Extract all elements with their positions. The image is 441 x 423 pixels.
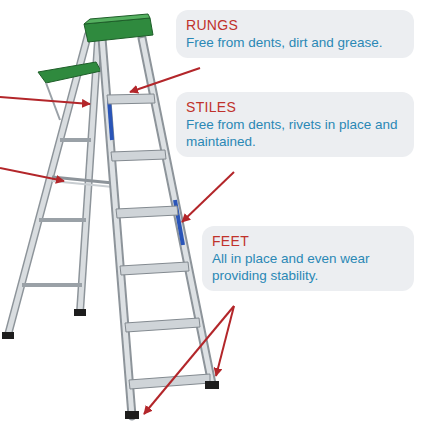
callout-heading: FEET [212, 232, 404, 250]
callout-heading: STILES [186, 98, 404, 116]
callout-body: Free from dents, dirt and grease. [186, 34, 404, 51]
callout-box: RUNGSFree from dents, dirt and grease. [176, 10, 414, 58]
callout-box: STILESFree from dents, rivets in place a… [176, 92, 414, 157]
top-cap [84, 14, 153, 42]
callout-body: All in place and even wear providing sta… [212, 250, 404, 284]
callout-box: FEETAll in place and even wear providing… [202, 226, 414, 291]
callout-heading: RUNGS [186, 16, 404, 34]
callout-body: Free from dents, rivets in place and mai… [186, 116, 404, 150]
ladder-feet [125, 381, 219, 419]
